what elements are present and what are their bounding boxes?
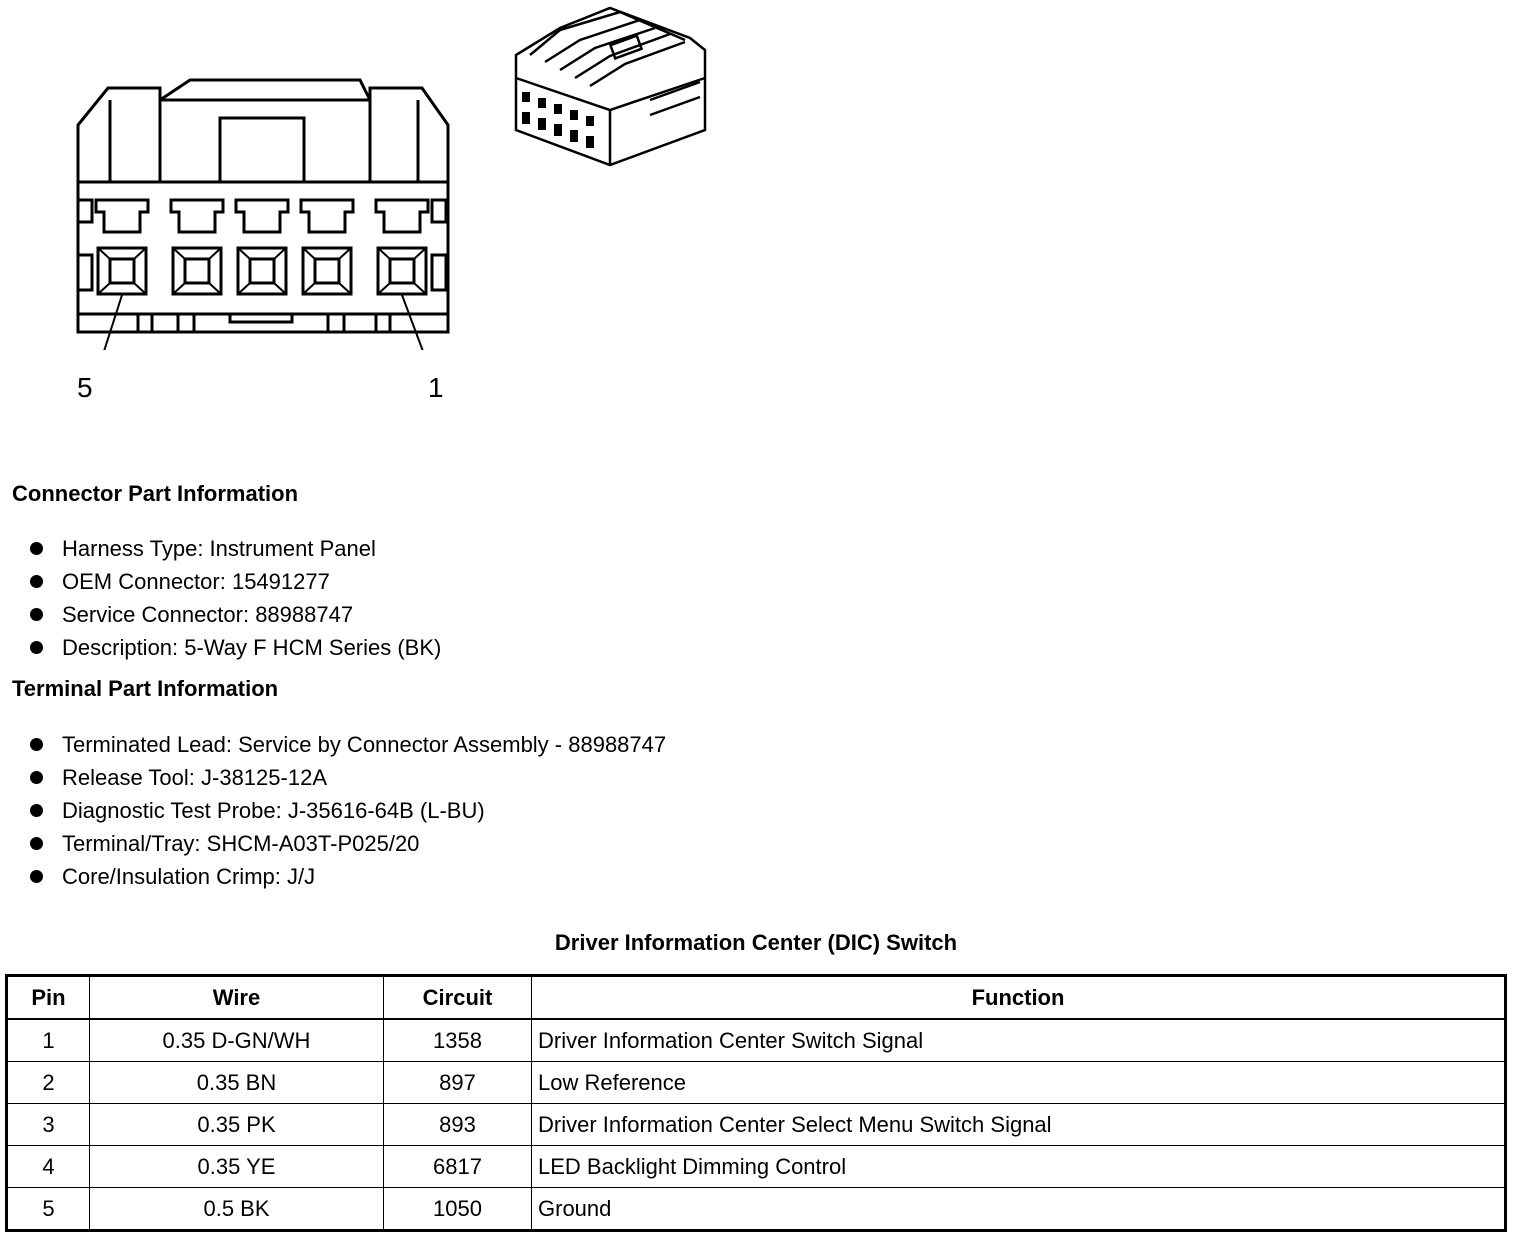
table-title: Driver Information Center (DIC) Switch <box>554 930 958 955</box>
cell-pin: 1 <box>6 1018 90 1062</box>
cavity-bevel <box>97 282 111 295</box>
cell-circuit: 6817 <box>383 1145 532 1188</box>
terminal-cavity-inner <box>108 257 136 285</box>
cavity-bevel <box>338 247 352 260</box>
cavity-bevel <box>377 282 391 295</box>
cell-wire: 0.35 YE <box>89 1145 384 1188</box>
bullet-icon <box>30 837 43 850</box>
terminal-cavity <box>301 246 353 296</box>
terminal-cavity <box>236 246 288 296</box>
cell-pin: 3 <box>6 1103 90 1146</box>
cavity-bevel <box>413 247 427 260</box>
cell-function: Driver Information Center Switch Signal <box>531 1018 1506 1062</box>
cavity-bevel <box>133 282 147 295</box>
cavity-bevel <box>273 247 287 260</box>
table-row: 4 0.35 YE 6817 LED Backlight Dimming Con… <box>6 1145 1506 1188</box>
terminal-cavity-inner <box>248 257 276 285</box>
header-wire: Wire <box>89 975 384 1020</box>
terminal-part-info-heading: Terminal Part Information <box>12 676 279 701</box>
list-item: Description: 5-Way F HCM Series (BK) <box>30 631 441 664</box>
cavity-bevel <box>302 247 316 260</box>
cavity-bevel <box>377 247 391 260</box>
pinout-table: Pin Wire Circuit Function 1 0.35 D-GN/WH… <box>5 974 1507 1232</box>
header-circuit: Circuit <box>383 975 532 1020</box>
terminal-cavity-inner <box>313 257 341 285</box>
terminal-cavity-inner <box>183 257 211 285</box>
bullet-icon <box>30 575 43 588</box>
cell-pin: 5 <box>6 1187 90 1231</box>
cell-wire: 0.35 BN <box>89 1061 384 1104</box>
cell-circuit: 1358 <box>383 1018 532 1062</box>
cell-function: Ground <box>531 1187 1506 1231</box>
pin-1-label: 1 <box>428 372 444 403</box>
table-row: 3 0.35 PK 893 Driver Information Center … <box>6 1103 1506 1146</box>
cavity-bevel <box>237 282 251 295</box>
cell-function: Driver Information Center Select Menu Sw… <box>531 1103 1506 1146</box>
cavity-bevel <box>413 282 427 295</box>
cell-wire: 0.5 BK <box>89 1187 384 1231</box>
cell-circuit: 1050 <box>383 1187 532 1231</box>
cell-circuit: 893 <box>383 1103 532 1146</box>
bullet-icon <box>30 608 43 621</box>
list-item: Service Connector: 88988747 <box>30 598 441 631</box>
cavity-bevel <box>208 247 222 260</box>
table-row: 5 0.5 BK 1050 Ground <box>6 1187 1506 1231</box>
terminal-cavity <box>376 246 428 296</box>
connector-part-info-heading: Connector Part Information <box>12 481 299 506</box>
cell-function: Low Reference <box>531 1061 1506 1104</box>
cell-circuit: 897 <box>383 1061 532 1104</box>
list-item: OEM Connector: 15491277 <box>30 565 441 598</box>
cavity-bevel <box>338 282 352 295</box>
terminal-info-list: Terminated Lead: Service by Connector As… <box>30 728 666 893</box>
cell-pin: 4 <box>6 1145 90 1188</box>
table-row: 1 0.35 D-GN/WH 1358 Driver Information C… <box>6 1018 1506 1062</box>
latch-tab <box>299 198 355 234</box>
list-item: Harness Type: Instrument Panel <box>30 532 441 565</box>
list-item: Core/Insulation Crimp: J/J <box>30 860 666 893</box>
latch-tab <box>169 198 225 234</box>
list-item: Diagnostic Test Probe: J-35616-64B (L-BU… <box>30 794 666 827</box>
list-item: Release Tool: J-38125-12A <box>30 761 666 794</box>
cavity-bevel <box>172 282 186 295</box>
table-header-row: Pin Wire Circuit Function <box>6 975 1506 1020</box>
connector-isometric-view <box>514 6 707 167</box>
header-pin: Pin <box>6 975 90 1020</box>
cavity-bevel <box>302 282 316 295</box>
bullet-icon <box>30 738 43 751</box>
cavity-bevel <box>133 247 147 260</box>
bullet-icon <box>30 771 43 784</box>
bullet-icon <box>30 870 43 883</box>
cavity-bevel <box>172 247 186 260</box>
table-row: 2 0.35 BN 897 Low Reference <box>6 1061 1506 1104</box>
latch-tab <box>234 198 290 234</box>
cavity-bevel <box>208 282 222 295</box>
cell-wire: 0.35 PK <box>89 1103 384 1146</box>
cavity-bevel <box>237 247 251 260</box>
bullet-icon <box>30 641 43 654</box>
list-item: Terminated Lead: Service by Connector As… <box>30 728 666 761</box>
bullet-icon <box>30 542 43 555</box>
connector-info-list: Harness Type: Instrument Panel OEM Conne… <box>30 532 441 664</box>
cell-pin: 2 <box>6 1061 90 1104</box>
latch-tab <box>374 198 430 234</box>
terminal-cavity-inner <box>388 257 416 285</box>
cavity-bevel <box>273 282 287 295</box>
cell-wire: 0.35 D-GN/WH <box>89 1018 384 1062</box>
connector-front-view <box>76 78 450 350</box>
list-item: Terminal/Tray: SHCM-A03T-P025/20 <box>30 827 666 860</box>
cavity-bevel <box>97 247 111 260</box>
cell-function: LED Backlight Dimming Control <box>531 1145 1506 1188</box>
terminal-cavity <box>96 246 148 296</box>
latch-tab <box>94 198 150 234</box>
bullet-icon <box>30 804 43 817</box>
terminal-cavity <box>171 246 223 296</box>
pin-5-label: 5 <box>77 372 93 403</box>
header-function: Function <box>531 975 1506 1020</box>
